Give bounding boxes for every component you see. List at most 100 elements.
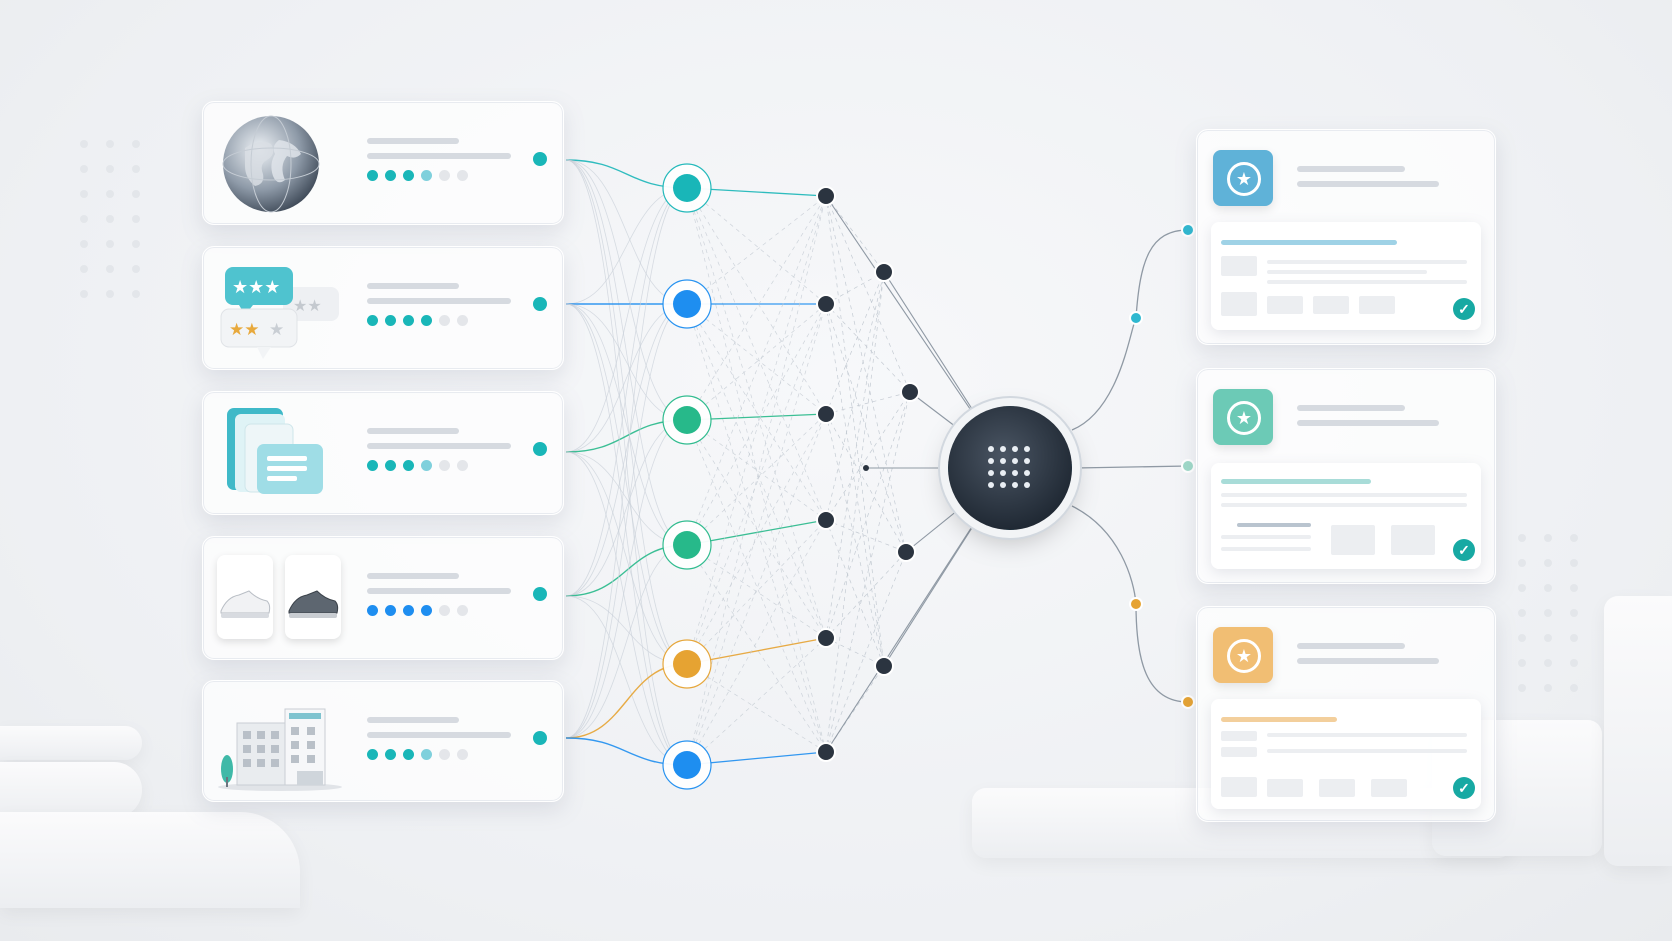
hidden-edge (825, 195, 911, 393)
hidden-node[interactable] (816, 510, 836, 530)
hidden-edge (825, 551, 907, 753)
output-card-3[interactable]: ★ ✓ (1196, 606, 1496, 822)
rating-dot (385, 749, 396, 760)
hidden-node[interactable] (816, 294, 836, 314)
preview-row (1221, 503, 1467, 507)
hidden-node[interactable] (816, 742, 836, 762)
rating-dots (367, 170, 468, 181)
output-preview-panel: ✓ (1211, 699, 1481, 809)
hidden-edge (825, 195, 907, 553)
hidden-edge (686, 413, 827, 546)
input-node[interactable] (673, 290, 701, 318)
input-node[interactable] (673, 650, 701, 678)
hidden-edge (825, 303, 911, 393)
rating-bubbles-icon: ★★ ★★★ ★★ ★ (220, 267, 339, 359)
preview-block (1267, 296, 1303, 314)
status-indicator (533, 442, 547, 456)
preview-row (1221, 547, 1311, 551)
source-edge (565, 451, 688, 766)
pedestal-left-base (0, 812, 300, 908)
rating-dot (367, 315, 378, 326)
preview-row (1237, 523, 1311, 527)
hidden-edge (825, 519, 907, 553)
rating-dot (439, 605, 450, 616)
card-title-line (367, 573, 459, 579)
input-node[interactable] (673, 406, 701, 434)
hidden-node[interactable] (816, 404, 836, 424)
source-edge (565, 303, 688, 597)
rating-dot (403, 170, 414, 181)
source-edge (565, 187, 688, 453)
decor-dots-right (1518, 534, 1578, 692)
status-indicator (533, 731, 547, 745)
rating-dot (403, 749, 414, 760)
source-edge (565, 159, 688, 546)
hidden-edge (825, 271, 885, 639)
hidden-node[interactable] (874, 262, 894, 282)
rating-dot (403, 460, 414, 471)
output-card-2[interactable]: ★ ✓ (1196, 368, 1496, 584)
source-card-4[interactable] (202, 536, 564, 660)
preview-block (1267, 779, 1303, 797)
source-edge (565, 303, 688, 766)
rating-dot (457, 460, 468, 471)
rating-dot (439, 749, 450, 760)
card-subtitle-line (367, 443, 511, 449)
check-icon: ✓ (1453, 777, 1475, 799)
output-card-1[interactable]: ★ ✓ (1196, 129, 1496, 345)
svg-text:★★★: ★★★ (232, 277, 280, 298)
preview-block (1359, 296, 1395, 314)
hidden-edge (686, 187, 827, 639)
hidden-edge (686, 303, 827, 546)
source-card-5[interactable] (202, 680, 564, 802)
hidden-edge (825, 271, 885, 753)
hidden-edge (686, 544, 827, 753)
hidden-node[interactable] (816, 628, 836, 648)
rating-dot (385, 460, 396, 471)
card-subtitle-line (1297, 420, 1439, 426)
card-subtitle-line (367, 588, 511, 594)
hidden-edge (825, 519, 885, 667)
preview-row (1221, 493, 1467, 497)
rating-dot (367, 749, 378, 760)
preview-block (1313, 296, 1349, 314)
hidden-node[interactable] (816, 186, 836, 206)
hidden-edge (686, 519, 827, 665)
hidden-edge (686, 195, 827, 421)
source-card-1[interactable] (202, 101, 564, 225)
source-card-3[interactable] (202, 391, 564, 515)
preview-row (1267, 733, 1467, 737)
card-title-line (1297, 166, 1405, 172)
rating-dot (457, 749, 468, 760)
rating-dot (367, 605, 378, 616)
hidden-edge (825, 391, 911, 639)
hidden-node[interactable] (874, 656, 894, 676)
source-edge (565, 303, 688, 739)
hidden-node (863, 465, 869, 471)
input-node[interactable] (673, 531, 701, 559)
star-badge-icon: ★ (1227, 639, 1261, 673)
hidden-edge (686, 195, 827, 305)
central-hub-node[interactable] (948, 406, 1072, 530)
product-thumbnail (217, 555, 273, 639)
preview-row (1267, 270, 1427, 274)
junction-dot (1181, 459, 1195, 473)
preview-block (1319, 779, 1355, 797)
rating-dot (421, 170, 432, 181)
output-preview-panel: ✓ (1211, 463, 1481, 569)
preview-heading-line (1221, 479, 1371, 484)
source-card-2[interactable]: ★★ ★★★ ★★ ★ (202, 246, 564, 370)
rating-dot (421, 749, 432, 760)
star-badge-icon: ★ (1227, 162, 1261, 196)
hidden-edge (825, 271, 885, 521)
hidden-node[interactable] (900, 382, 920, 402)
input-node[interactable] (673, 174, 701, 202)
building-icon (218, 708, 342, 791)
pedestal-left-bottom (0, 762, 142, 818)
status-indicator (533, 587, 547, 601)
input-node[interactable] (673, 751, 701, 779)
source-edge (565, 544, 688, 739)
hidden-node[interactable] (896, 542, 916, 562)
hidden-edge (825, 391, 911, 415)
